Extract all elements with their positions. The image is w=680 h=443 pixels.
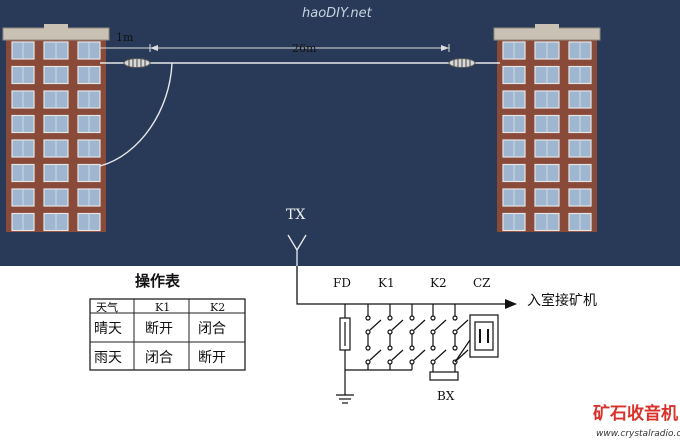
span-long-label: 26m	[292, 42, 317, 55]
antenna-wire	[99, 58, 500, 167]
dimension-1m: 1m	[99, 31, 151, 52]
building-right	[493, 24, 601, 232]
bx-label: BX	[437, 389, 455, 403]
span-short-label: 1m	[116, 31, 134, 44]
fd-label: FD	[333, 276, 351, 290]
down-lead-wire	[99, 62, 173, 167]
brand-name: 矿石收音机	[593, 403, 678, 424]
operation-table: 天气 K1 K2 晴天 断开 闭合 雨天 闭合 断开	[89, 298, 246, 371]
table-cell: 雨天	[94, 350, 122, 366]
table-cell: 断开	[198, 350, 226, 366]
receiver-label: 入室接矿机	[527, 292, 597, 309]
table-header-k2: K2	[210, 301, 225, 314]
cz-label: CZ	[473, 276, 491, 290]
table-cell: 晴天	[94, 321, 122, 337]
table-cell: 闭合	[198, 321, 226, 337]
table-title: 操作表	[135, 272, 181, 290]
building-left	[2, 24, 110, 232]
dimension-26m: 26m	[150, 42, 450, 55]
circuit-schematic	[296, 299, 517, 404]
watermark: haoDIY.net	[302, 6, 373, 21]
tx-label: TX	[286, 207, 305, 223]
table-header-weather: 天气	[96, 300, 118, 314]
table-header-k1: K1	[155, 301, 170, 314]
brand-logo: 矿石收音机 www.crystalradio.cn	[593, 403, 680, 439]
table-cell: 闭合	[145, 350, 173, 366]
building-roof-cap	[44, 24, 68, 30]
building-roof-cap	[535, 24, 559, 30]
k1-label: K1	[378, 276, 395, 290]
insulator-left	[123, 58, 151, 68]
antenna-symbol	[287, 234, 307, 300]
k2-label: K2	[430, 276, 447, 290]
brand-url: www.crystalradio.cn	[596, 429, 680, 439]
table-cell: 断开	[145, 321, 173, 337]
insulator-right	[448, 58, 476, 68]
